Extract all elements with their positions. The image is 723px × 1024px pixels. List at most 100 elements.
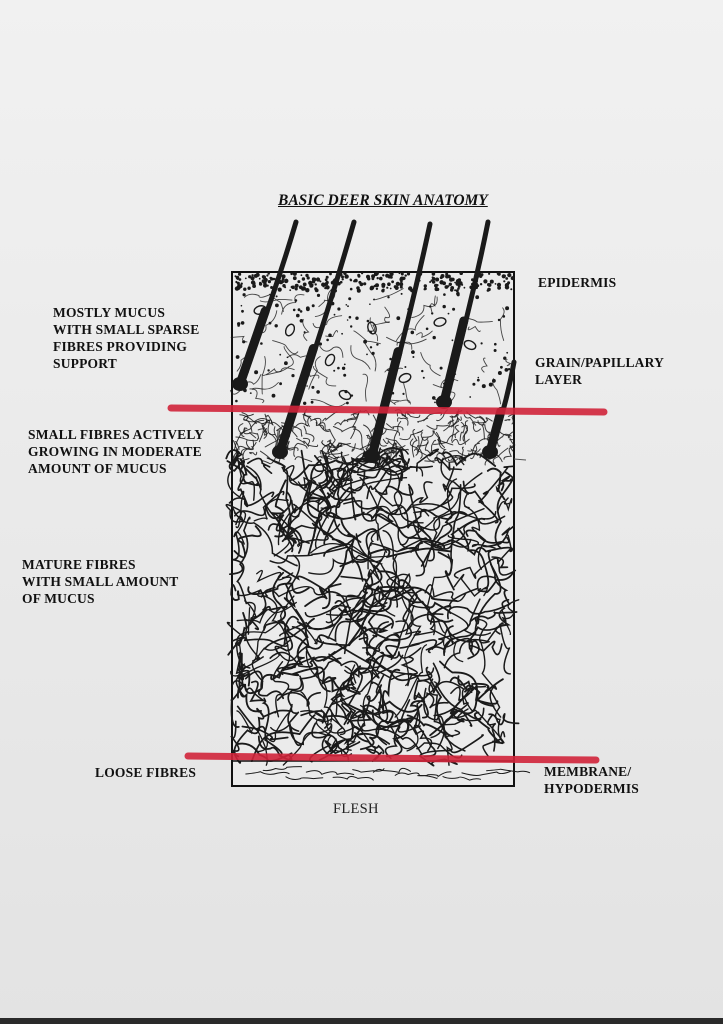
fibre-stroke — [359, 719, 402, 751]
fibre-stroke — [433, 433, 456, 445]
fibre-stroke — [323, 528, 379, 557]
epidermis-cell — [393, 285, 397, 289]
mucus-dot — [371, 351, 375, 355]
label-epidermis: EPIDERMIS — [538, 275, 617, 290]
fibre-stroke — [492, 447, 509, 464]
epidermis-cell — [323, 284, 327, 287]
fibre-stroke — [337, 462, 357, 521]
mucus-dot — [260, 342, 263, 345]
fibre-stroke — [429, 575, 497, 625]
mucus-dot — [303, 401, 307, 405]
epidermis-cell — [435, 277, 440, 282]
fibre-stroke — [486, 686, 505, 744]
epidermis-cell — [314, 288, 319, 293]
fibre-stroke — [487, 550, 510, 605]
epidermis-cell — [363, 282, 367, 286]
mucus-dot — [343, 373, 347, 377]
mucus-dot — [503, 356, 507, 360]
fibre-stroke — [433, 705, 485, 720]
epidermis-cell — [263, 283, 268, 288]
loose-fibre-stroke — [285, 776, 324, 780]
fibre-stroke — [397, 579, 452, 615]
epidermis-cell — [236, 277, 239, 280]
fibre-stroke — [328, 442, 343, 448]
fibre-stroke — [426, 424, 449, 430]
fibre-stroke — [346, 684, 383, 725]
mucus-dot — [506, 351, 509, 354]
fibre-stroke — [314, 712, 334, 753]
epidermis-cell — [235, 280, 238, 284]
epidermis-cell — [236, 288, 238, 291]
fibre-stroke — [230, 584, 240, 601]
mucus-dot — [355, 316, 359, 320]
epidermis-cell — [461, 283, 464, 286]
mucus-dot — [294, 299, 298, 302]
fibre-stroke — [317, 449, 332, 536]
fibre-stroke — [262, 425, 269, 436]
mucus-dot — [343, 363, 346, 366]
fibre-stroke — [339, 697, 364, 731]
fibre-stroke — [297, 463, 325, 489]
fibre-stroke — [261, 366, 289, 376]
leader-line — [513, 458, 527, 461]
fibre-stroke — [336, 442, 363, 451]
epidermis-cell — [324, 278, 328, 282]
fibre-stroke — [261, 356, 266, 395]
epidermis-cell — [281, 274, 286, 279]
epidermis-cell — [270, 286, 274, 289]
mucus-dot — [402, 392, 405, 395]
epidermis-cell — [366, 274, 370, 279]
fibre-stroke — [295, 608, 317, 645]
epidermis-cell — [375, 283, 379, 288]
epidermis-cell — [488, 272, 491, 275]
fibre-stroke — [411, 429, 418, 458]
fibre-stroke — [340, 451, 401, 465]
fibre-stroke — [451, 415, 455, 442]
epidermis-cell — [507, 273, 512, 278]
epidermis-cell — [431, 280, 436, 284]
epidermis-cell — [344, 274, 349, 279]
fibre-stroke — [269, 546, 348, 564]
fibre-stroke — [284, 499, 298, 541]
fibre-stroke — [505, 359, 512, 367]
fibre-stroke — [343, 500, 392, 523]
fibre-stroke — [227, 471, 245, 529]
fibre-stroke — [427, 637, 454, 655]
fibre-stroke — [426, 553, 453, 636]
fibre-stroke — [446, 539, 514, 557]
fibre-stroke — [351, 701, 385, 722]
fibre-stroke — [397, 417, 409, 426]
fibre-stroke — [343, 565, 378, 655]
fibre-stroke — [479, 639, 502, 718]
epidermis-cell — [379, 276, 383, 281]
mucus-dot — [476, 378, 480, 382]
mucus-dot — [507, 368, 511, 371]
fibre-stroke — [332, 513, 380, 580]
fibre-stroke — [384, 442, 397, 454]
fibre-stroke — [438, 660, 499, 705]
fibre-stroke — [274, 615, 299, 656]
mucus-dot — [412, 356, 415, 358]
epidermis-cell — [305, 273, 309, 278]
epidermis-cell — [458, 282, 460, 285]
epidermis-cell — [373, 271, 379, 277]
label-loose-fibres: LOOSE FIBRES — [95, 765, 197, 780]
mucus-dot — [493, 349, 497, 352]
loose-fibre-stroke — [262, 766, 303, 772]
epidermis-cell — [291, 285, 295, 290]
fibre-stroke — [241, 412, 253, 433]
mature-fibres-texture — [225, 447, 520, 767]
epidermis-cell — [357, 273, 361, 277]
mucus-dot — [475, 295, 480, 300]
fibre-stroke — [285, 554, 306, 630]
fibre-stroke — [471, 442, 480, 455]
fibre-stroke — [362, 373, 369, 402]
fibre-stroke — [457, 675, 490, 693]
fibre-stroke — [358, 664, 435, 677]
epidermis-cell — [252, 284, 256, 288]
mucus-dot — [443, 293, 446, 296]
epidermis-cell — [487, 283, 492, 287]
epidermis-cell — [395, 281, 400, 286]
epidermis-cell — [311, 280, 316, 284]
fibre-stroke — [395, 620, 436, 637]
